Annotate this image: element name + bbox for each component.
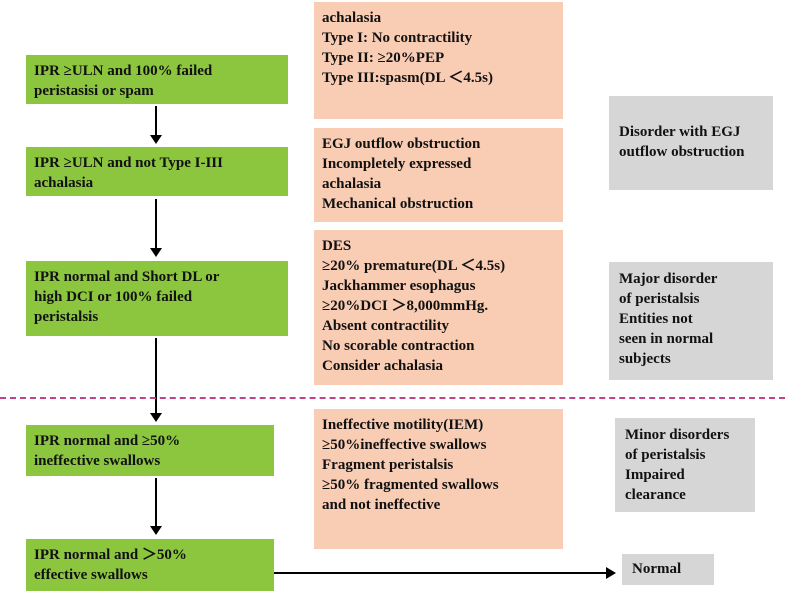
diagnosis-3-line-4: ≥20%DCI ＞8,000mmHg. — [322, 298, 489, 314]
diagnosis-major-disorders: DES ≥20% premature(DL ＜4.5s) Jackhammer … — [314, 230, 563, 385]
category-3-line-4: clearance — [625, 487, 686, 503]
diagnosis-3-line-3: Jackhammer esophagus — [322, 278, 476, 294]
flow-arrow-normal — [274, 567, 616, 579]
diagnosis-2-line-2: Incompletely expressed — [322, 156, 472, 172]
category-minor-disorders: Minor disorders of peristalsis Impaired … — [615, 418, 755, 512]
criterion-3-line-1: IPR normal and Short DL or — [34, 269, 220, 285]
criterion-5-line-1: IPR normal and ＞50% — [34, 547, 187, 563]
category-3-line-2: of peristalsis — [625, 447, 706, 463]
criterion-4-line-1: IPR normal and ≥50% — [34, 433, 181, 449]
diagnosis-1-line-1: achalasia — [322, 10, 382, 26]
diagnosis-4-line-3: Fragment peristalsis — [322, 457, 454, 473]
criterion-4: IPR normal and ≥50% ineffective swallows — [26, 425, 274, 476]
diagnosis-3-line-7: Consider achalasia — [322, 358, 443, 374]
category-normal: Normal — [622, 554, 714, 585]
diagnosis-achalasia: achalasia Type I: No contractility Type … — [314, 2, 563, 119]
diagnosis-2-line-1: EGJ outflow obstruction — [322, 136, 481, 152]
criterion-5: IPR normal and ＞50% effective swallows — [26, 539, 274, 591]
diagnosis-1-line-2: Type I: No contractility — [322, 30, 473, 46]
category-3-line-1: Minor disorders — [625, 427, 730, 443]
flow-arrow-2 — [150, 199, 162, 257]
category-2-line-1: Major disorder — [619, 271, 718, 287]
category-1-line-2: outflow obstruction — [619, 144, 745, 160]
category-2-line-3: Entities not — [619, 311, 693, 327]
criterion-2-line-1: IPR ≥ULN and not Type I-III — [34, 155, 223, 171]
diagnosis-4-line-4: ≥50% fragmented swallows — [322, 477, 499, 493]
diagnosis-3-line-6: No scorable contraction — [322, 338, 475, 354]
diagnosis-3-line-1: DES — [322, 238, 352, 254]
category-egj-outflow: Disorder with EGJ outflow obstruction — [609, 96, 773, 190]
category-2-line-4: seen in normal — [619, 331, 714, 347]
category-4-line-1: Normal — [632, 561, 682, 577]
category-2-line-5: subjects — [619, 351, 671, 367]
diagnosis-3-line-2: ≥20% premature(DL ＜4.5s) — [322, 258, 506, 274]
criterion-3: IPR normal and Short DL or high DCI or 1… — [26, 261, 288, 336]
diagnosis-1-line-3: Type II: ≥20%PEP — [322, 50, 445, 66]
diagnosis-minor-disorders: Ineffective motility(IEM) ≥50%ineffectiv… — [314, 409, 563, 549]
flow-arrow-3 — [150, 338, 162, 422]
diagnosis-2-line-4: Mechanical obstruction — [322, 196, 474, 212]
diagnosis-4-line-1: Ineffective motility(IEM) — [322, 417, 484, 433]
criterion-4-line-2: ineffective swallows — [34, 453, 161, 469]
criterion-5-line-2: effective swallows — [34, 567, 148, 583]
major-minor-divider — [0, 397, 785, 399]
category-major-disorder: Major disorder of peristalsis Entities n… — [609, 262, 773, 380]
diagnosis-1-line-4: Type III:spasm(DL ＜4.5s) — [322, 70, 493, 86]
category-3-line-3: Impaired — [625, 467, 685, 483]
diagnosis-egj-outflow: EGJ outflow obstruction Incompletely exp… — [314, 128, 563, 222]
criterion-1-line-1: IPR ≥ULN and 100% failed — [34, 63, 213, 79]
flow-arrow-1 — [150, 106, 162, 144]
flow-arrow-4 — [150, 478, 162, 535]
criterion-1-line-2: peristasisi or spam — [34, 83, 154, 99]
diagnosis-4-line-5: and not ineffective — [322, 497, 441, 513]
criterion-3-line-3: peristalsis — [34, 309, 99, 325]
diagnosis-4-line-2: ≥50%ineffective swallows — [322, 437, 487, 453]
criterion-1: IPR ≥ULN and 100% failed peristasisi or … — [26, 55, 288, 104]
criterion-2: IPR ≥ULN and not Type I-III achalasia — [26, 147, 288, 196]
category-2-line-2: of peristalsis — [619, 291, 700, 307]
criterion-3-line-2: high DCI or 100% failed — [34, 289, 193, 305]
diagnosis-3-line-5: Absent contractility — [322, 318, 450, 334]
category-1-line-1: Disorder with EGJ — [619, 124, 741, 140]
criterion-2-line-2: achalasia — [34, 175, 94, 191]
diagnosis-2-line-3: achalasia — [322, 176, 382, 192]
